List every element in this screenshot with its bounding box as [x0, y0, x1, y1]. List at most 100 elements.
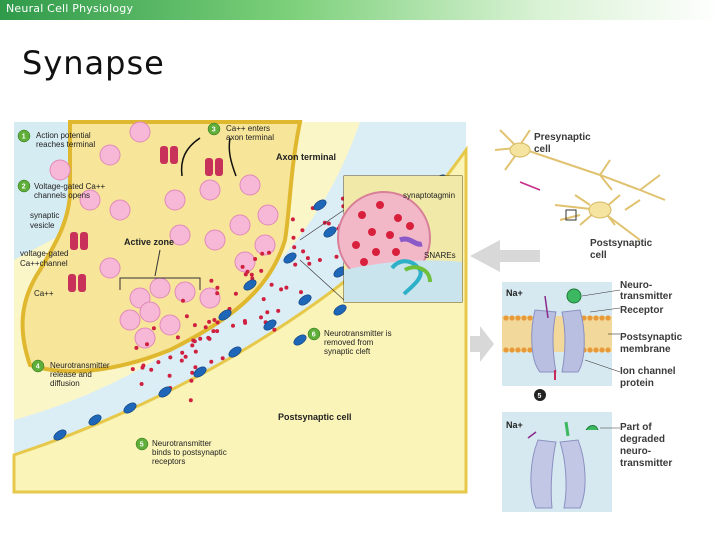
vesicle: [254, 234, 276, 256]
axon-terminal-label: Axon terminal: [276, 152, 336, 162]
neurotransmitter-dot: [259, 315, 263, 320]
receptor: [263, 319, 277, 331]
neurotransmitter-dot: [130, 367, 135, 372]
vesicle: [119, 309, 141, 331]
neurotransmitter-dot: [250, 276, 255, 281]
step-label-line: Voltage-gated Ca++: [34, 182, 105, 191]
neurotransmitter-dot: [299, 290, 303, 295]
vesicle: [139, 301, 161, 323]
step-label-line: removed from: [324, 338, 374, 347]
receptor-label: Receptor: [620, 305, 663, 316]
neurotransmitter-dot: [181, 298, 185, 303]
neurotransmitter-dot: [269, 282, 274, 287]
neurotransmitter-dot: [203, 325, 208, 330]
receptor-open-panel: Na+: [502, 282, 621, 386]
neurotransmitter-dot: [141, 363, 146, 368]
neurotransmitter-dot: [191, 338, 196, 343]
neurotransmitter-dot: [307, 261, 312, 266]
receptor: [158, 386, 172, 398]
step-number: 1: [22, 134, 26, 141]
neurotransmitter-dot: [207, 319, 212, 324]
vesicle: [99, 257, 121, 279]
receptor: [298, 294, 312, 306]
step5-badge: [534, 389, 546, 401]
receptor: [293, 334, 307, 346]
degraded-label-line2: degraded: [620, 434, 665, 445]
active-zone-pointer: [154, 249, 161, 277]
calcium-label: Ca++: [34, 289, 54, 298]
vesicle: [134, 327, 156, 349]
ion-channel-label-line2: protein: [620, 378, 654, 389]
synaptic-vesicle-label-line1: synaptic: [30, 211, 59, 220]
neurotransmitter-dot: [265, 310, 270, 315]
neurotransmitter-dot: [279, 287, 284, 292]
step-label-line: synaptic cleft: [324, 347, 371, 356]
step-number: 6: [312, 332, 316, 339]
neurotransmitter-dot: [175, 335, 180, 340]
neurotransmitter-dot: [212, 318, 217, 322]
receptor-closed-panel: Na+: [502, 412, 620, 512]
neurotransmitter-label-line1: Neuro-: [620, 280, 652, 291]
receptor: [88, 414, 102, 426]
neurotransmitter-dot: [276, 308, 281, 313]
step-number: 4: [36, 364, 40, 371]
neurotransmitter-dot: [259, 268, 264, 273]
neurotransmitter-dot: [243, 272, 248, 277]
neurotransmitter-label-line2: transmitter: [620, 291, 672, 302]
calcium-channels: [68, 146, 223, 292]
step-label-line: reaches terminal: [36, 140, 95, 149]
ion-channel-label-line1: Ion channel: [620, 366, 676, 377]
neurotransmitter-dot: [291, 235, 296, 240]
neurotransmitter-dot: [190, 370, 195, 375]
vesicle: [164, 189, 186, 211]
vesicle: [199, 287, 221, 309]
neurotransmitter-dot: [253, 257, 258, 261]
neurotransmitter-dot: [231, 323, 235, 328]
neurotransmitter-dot: [240, 264, 245, 269]
step-label-line: Ca++ enters: [226, 124, 270, 133]
step-badge: [307, 327, 321, 341]
vesicle: [169, 224, 191, 246]
neurotransmitter-dot: [284, 285, 289, 290]
receptor: [243, 279, 257, 291]
receptor: [283, 252, 297, 264]
vesicle: [174, 281, 196, 303]
step-badge: [207, 122, 221, 136]
step-label-line: channels opens: [34, 191, 90, 200]
step-label-line: Action potential: [36, 131, 91, 140]
vesicle: [149, 277, 171, 299]
presynaptic-label-line2: cell: [534, 144, 551, 155]
neurotransmitter-dot: [190, 343, 195, 348]
synaptic-vesicles: [49, 121, 279, 349]
membrane-label-line1: Postsynaptic: [620, 332, 683, 343]
postsynaptic-label-line1: Postsynaptic: [590, 238, 653, 249]
synaptotagmin-label: synaptotagmin: [403, 191, 455, 200]
neurotransmitter-dot: [292, 245, 297, 250]
sodium-label-bottom: Na+: [506, 420, 523, 430]
presynaptic-neuron: [494, 129, 666, 201]
neurotransmitter-dot: [326, 221, 331, 226]
neurotransmitter-dot: [215, 291, 220, 296]
neurotransmitter-dot: [209, 359, 214, 364]
synaptic-vesicle-label-line2: vesicle: [30, 221, 55, 230]
step-badge: [17, 179, 31, 193]
receptor: [123, 402, 137, 414]
neurotransmitter-dot: [272, 327, 277, 332]
step-label-line: diffusion: [50, 379, 80, 388]
presynaptic-soma: [509, 142, 531, 158]
receptor: [193, 366, 207, 378]
neurotransmitter-dot: [242, 319, 247, 323]
neurotransmitter-dot: [183, 354, 188, 359]
step-badge: [135, 437, 149, 451]
active-zone-label: Active zone: [124, 237, 174, 247]
step-label-line: axon terminal: [226, 133, 274, 142]
neuron-and-receptor-illustration: Presynaptic cell Postsynaptic cell Na+ 5: [470, 129, 683, 512]
receptor: [218, 309, 232, 321]
vesicle: [234, 251, 256, 273]
magnify-arrow-right: [470, 326, 494, 362]
neurotransmitter-dot: [220, 356, 225, 361]
step-label-line: Neurotransmitter: [152, 439, 212, 448]
receptor: [333, 304, 347, 316]
